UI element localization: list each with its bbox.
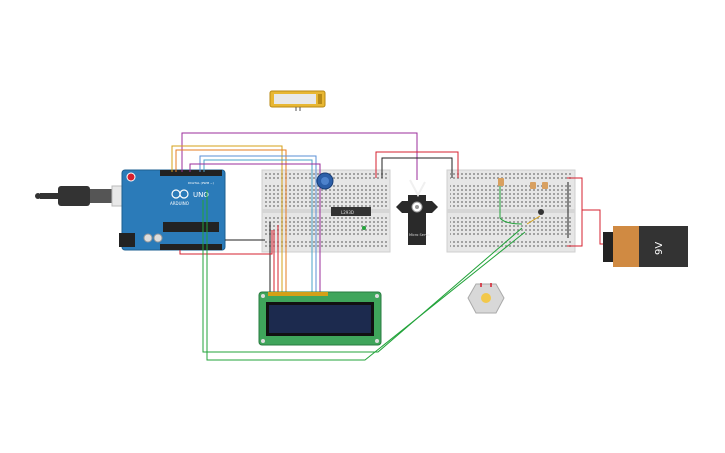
usb-cable[interactable] <box>35 185 135 207</box>
resistor-3[interactable] <box>542 182 548 189</box>
ic-chip-label: L293D <box>341 210 354 215</box>
arduino-brand-label: ARDUINO <box>170 201 189 206</box>
servo-label: Micro Servo <box>409 233 430 237</box>
potentiometer[interactable] <box>316 172 334 190</box>
wire-green-3[interactable] <box>499 186 523 225</box>
resistor-2[interactable] <box>530 182 536 189</box>
wire-yellow-right[interactable] <box>526 215 541 225</box>
breadboard-right[interactable] <box>446 169 576 253</box>
resistor-1[interactable] <box>498 178 504 186</box>
wire-orange-top[interactable] <box>175 149 287 292</box>
wire-blue-2[interactable] <box>203 159 313 292</box>
wires[interactable] <box>171 132 608 361</box>
led-small[interactable] <box>362 226 366 230</box>
wire-red-battery[interactable] <box>567 177 583 247</box>
wire-black-bridge[interactable] <box>381 157 453 178</box>
wire-red-power[interactable] <box>179 230 273 255</box>
wire-green-2[interactable] <box>202 200 523 353</box>
arduino-uno-label: UNO <box>193 191 209 199</box>
wire-purple[interactable] <box>181 132 418 180</box>
wire-green-1[interactable] <box>206 190 526 361</box>
dc-motor[interactable] <box>467 283 505 314</box>
temperature-sensor[interactable] <box>269 90 326 111</box>
battery-label: 9V <box>654 242 665 255</box>
lcd-display[interactable] <box>258 291 382 346</box>
micro-servo[interactable]: Micro Servo <box>396 179 438 245</box>
push-button[interactable] <box>538 209 544 215</box>
wire-red-bridge[interactable] <box>375 151 459 178</box>
arduino-board[interactable]: UNO ARDUINO DIGITAL (PWM ~) <box>119 169 226 251</box>
wire-yellow-top[interactable] <box>171 145 283 292</box>
wire-purple-2[interactable] <box>189 163 321 292</box>
ic-chip-l293d[interactable]: L293D <box>331 207 371 216</box>
arduino-digital-label: DIGITAL (PWM ~) <box>188 181 214 185</box>
battery-9v[interactable]: 9V <box>603 226 688 267</box>
